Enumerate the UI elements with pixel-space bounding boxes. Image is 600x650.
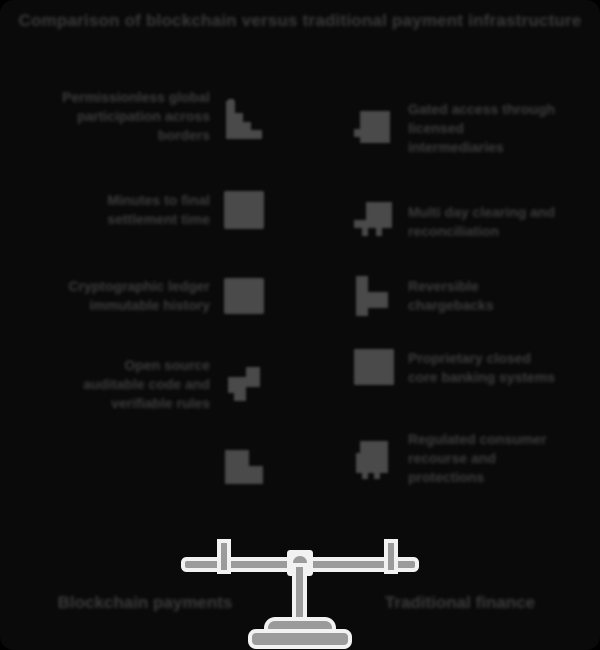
list-item: Cryptographic ledger immutable history bbox=[36, 274, 266, 318]
chart-trend-down-icon bbox=[222, 95, 266, 139]
left-item-label-3: Cryptographic ledger immutable history bbox=[68, 278, 210, 313]
right-item-label-3: Reversible chargebacks bbox=[408, 278, 494, 313]
growth-bars-icon bbox=[352, 274, 396, 318]
balance-scale bbox=[0, 495, 600, 650]
bank-columns-icon bbox=[352, 200, 396, 244]
scale-base-lower bbox=[252, 633, 348, 645]
left-item-label-1: Permissionless global participation acro… bbox=[62, 89, 210, 143]
caption-right: Traditional finance bbox=[384, 593, 536, 612]
caption-left: Blockchain payments bbox=[57, 593, 233, 612]
left-item-label-2: Minutes to final settlement time bbox=[107, 192, 210, 227]
shield-check-icon bbox=[352, 107, 396, 151]
document-icon bbox=[222, 188, 266, 232]
right-item-label-2: Multi day clearing and reconciliation bbox=[408, 204, 556, 239]
right-item-label-4: Proprietary closed core banking systems bbox=[408, 350, 556, 385]
list-item bbox=[36, 444, 266, 488]
list-item: Open source auditable code and verifiabl… bbox=[36, 356, 266, 413]
list-item: Regulated consumer recourse and protecti… bbox=[352, 430, 567, 487]
list-item: Reversible chargebacks bbox=[352, 274, 567, 318]
scale-post bbox=[296, 567, 303, 625]
page-title: Comparison of blockchain versus traditio… bbox=[18, 11, 582, 30]
list-item: Permissionless global participation acro… bbox=[36, 88, 266, 145]
scale-hanger-right bbox=[388, 543, 394, 570]
scale-base-upper bbox=[268, 621, 332, 635]
vault-lock-icon bbox=[352, 437, 396, 481]
list-item: Proprietary closed core banking systems bbox=[352, 346, 567, 390]
list-item: Minutes to final settlement time bbox=[36, 188, 266, 232]
right-item-label-5: Regulated consumer recourse and protecti… bbox=[408, 431, 547, 485]
scale-pivot-dot bbox=[293, 556, 307, 570]
ledger-block-icon bbox=[352, 346, 396, 390]
right-item-label-1: Gated access through licensed intermedia… bbox=[408, 101, 556, 155]
left-item-label-4: Open source auditable code and verifiabl… bbox=[83, 357, 210, 411]
send-arrow-icon bbox=[222, 363, 266, 407]
bar-chart-icon bbox=[222, 444, 266, 488]
list-item: Multi day clearing and reconciliation bbox=[352, 200, 567, 244]
list-item: Gated access through licensed intermedia… bbox=[352, 100, 567, 157]
scale-hanger-left bbox=[221, 543, 227, 570]
card-icon bbox=[222, 274, 266, 318]
